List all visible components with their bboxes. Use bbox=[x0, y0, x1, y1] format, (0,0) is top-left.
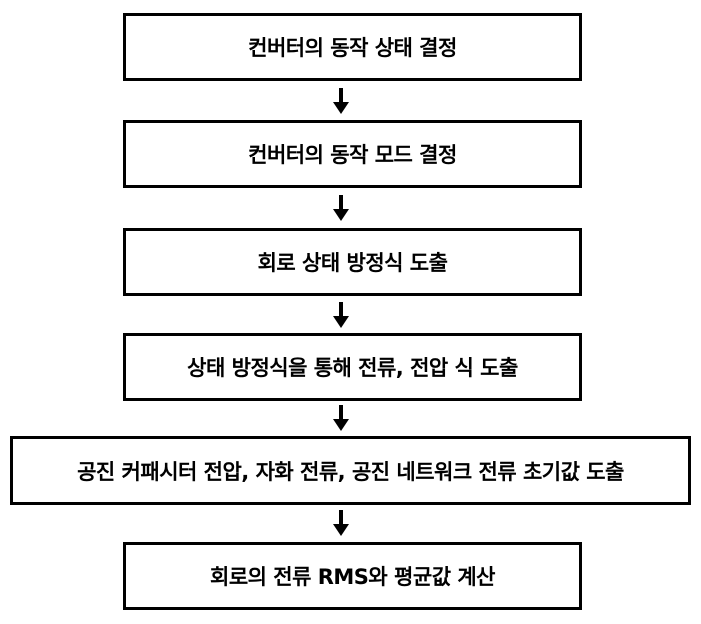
arrow-down-icon bbox=[333, 405, 349, 431]
step-5-label: 공진 커패시터 전압, 자화 전류, 공진 네트워크 전류 초기값 도출 bbox=[77, 459, 624, 484]
step-6-label: 회로의 전류 RMS와 평균값 계산 bbox=[210, 565, 495, 589]
arrow-down-icon bbox=[333, 302, 349, 328]
step-5-box: 공진 커패시터 전압, 자화 전류, 공진 네트워크 전류 초기값 도출 bbox=[10, 436, 691, 505]
step-4-box: 상태 방정식을 통해 전류, 전압 식 도출 bbox=[123, 333, 582, 401]
step-1-label: 컨버터의 동작 상태 결정 bbox=[248, 36, 457, 60]
arrow-down-icon bbox=[333, 510, 349, 536]
step-4-label: 상태 방정식을 통해 전류, 전압 식 도출 bbox=[187, 356, 518, 380]
arrow-down-icon bbox=[333, 88, 349, 114]
arrow-down-icon bbox=[333, 195, 349, 221]
step-2-box: 컨버터의 동작 모드 결정 bbox=[123, 120, 582, 188]
step-3-box: 회로 상태 방정식 도출 bbox=[123, 228, 582, 296]
step-2-label: 컨버터의 동작 모드 결정 bbox=[248, 143, 457, 167]
step-6-box: 회로의 전류 RMS와 평균값 계산 bbox=[123, 542, 582, 610]
step-3-label: 회로 상태 방정식 도출 bbox=[257, 251, 448, 275]
step-1-box: 컨버터의 동작 상태 결정 bbox=[123, 13, 582, 81]
